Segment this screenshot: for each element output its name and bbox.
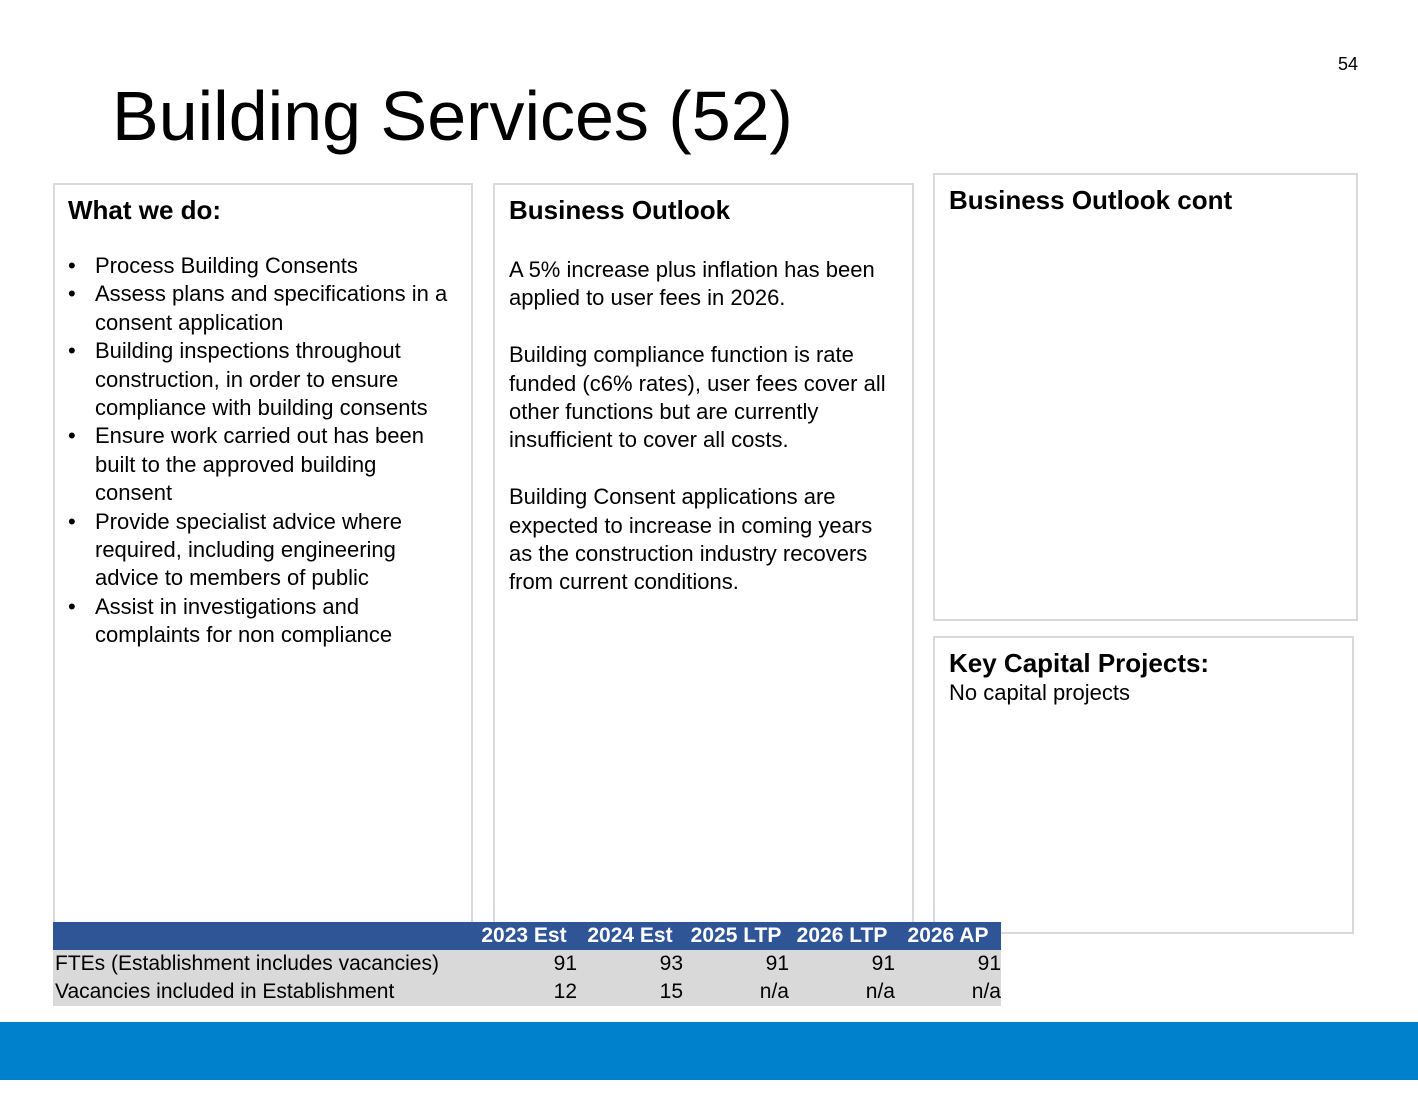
column-header: 2023 Est (471, 922, 577, 950)
business-outlook-panel: Business Outlook A 5% increase plus infl… (493, 183, 914, 939)
key-capital-projects-text: No capital projects (949, 680, 1130, 705)
outlook-paragraph: Building Consent applications are expect… (509, 484, 873, 595)
list-item: Process Building Consents (68, 252, 459, 281)
what-we-do-heading: What we do: (68, 195, 222, 225)
table-cell: n/a (789, 978, 895, 1006)
column-header: 2026 LTP (789, 922, 895, 950)
table-cell: n/a (683, 978, 789, 1006)
table-cell: 91 (895, 950, 1001, 978)
table-cell: n/a (895, 978, 1001, 1006)
business-outlook-cont-panel: Business Outlook cont (933, 173, 1358, 621)
what-we-do-list: Process Building Consents Assess plans a… (68, 252, 459, 650)
table-cell: 91 (789, 950, 895, 978)
list-item: Provide specialist advice where required… (68, 508, 459, 593)
page-number: 54 (1338, 54, 1359, 74)
list-item: Assist in investigations and complaints … (68, 593, 459, 650)
column-header: 2026 AP (895, 922, 1001, 950)
row-label: FTEs (Establishment includes vacancies) (53, 950, 471, 978)
table-row: Vacancies included in Establishment 12 1… (53, 978, 1001, 1006)
column-header (53, 922, 471, 950)
list-item: Building inspections throughout construc… (68, 337, 459, 422)
table-row: FTEs (Establishment includes vacancies) … (53, 950, 1001, 978)
footer-bar (0, 1022, 1418, 1080)
row-label: Vacancies included in Establishment (53, 978, 471, 1006)
business-outlook-cont-heading: Business Outlook cont (949, 185, 1233, 215)
list-item: Assess plans and specifications in a con… (68, 280, 459, 337)
table-cell: 15 (577, 978, 683, 1006)
key-capital-projects-heading: Key Capital Projects: (949, 648, 1210, 678)
business-outlook-heading: Business Outlook (509, 195, 731, 225)
column-header: 2024 Est (577, 922, 683, 950)
table-header-row: 2023 Est 2024 Est 2025 LTP 2026 LTP 2026… (53, 922, 1001, 950)
key-capital-projects-panel: Key Capital Projects: No capital project… (933, 636, 1354, 934)
table-cell: 91 (471, 950, 577, 978)
page-title: Building Services (52) (112, 77, 793, 155)
table-cell: 12 (471, 978, 577, 1006)
list-item: Ensure work carried out has been built t… (68, 422, 459, 507)
outlook-paragraph: A 5% increase plus inflation has been ap… (509, 257, 875, 311)
what-we-do-panel: What we do: Process Building Consents As… (53, 183, 473, 939)
outlook-paragraph: Building compliance function is rate fun… (509, 342, 886, 453)
table-cell: 93 (577, 950, 683, 978)
table-cell: 91 (683, 950, 789, 978)
column-header: 2025 LTP (683, 922, 789, 950)
fte-table: 2023 Est 2024 Est 2025 LTP 2026 LTP 2026… (53, 922, 1001, 1006)
business-outlook-body: A 5% increase plus inflation has been ap… (509, 256, 900, 597)
